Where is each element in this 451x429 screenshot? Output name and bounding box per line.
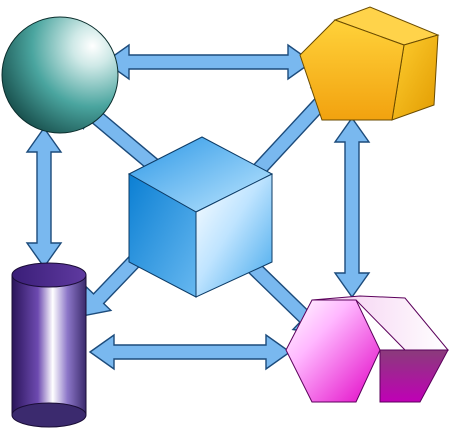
- cube-node: [127, 136, 274, 298]
- sphere-shape: [1, 16, 119, 134]
- arrow-pentagon-hexagon: [333, 116, 371, 299]
- hexagon-node: [285, 295, 450, 403]
- arrow-sphere-cylinder: [25, 126, 63, 269]
- hexagon-front-face: [285, 299, 381, 403]
- cube-right-face: [195, 173, 273, 298]
- cylinder-bottom: [11, 402, 87, 428]
- pentagon-node: [299, 6, 440, 121]
- cylinder-node: [11, 262, 87, 428]
- sphere-node: [1, 16, 119, 134]
- pentagon-front-face: [299, 19, 405, 121]
- cylinder-body: [11, 274, 87, 416]
- cylinder-top: [11, 262, 87, 288]
- arrow-cylinder-hexagon: [88, 333, 292, 371]
- arrow-sphere-pentagon: [103, 43, 314, 81]
- hexagon-side-face: [379, 349, 449, 403]
